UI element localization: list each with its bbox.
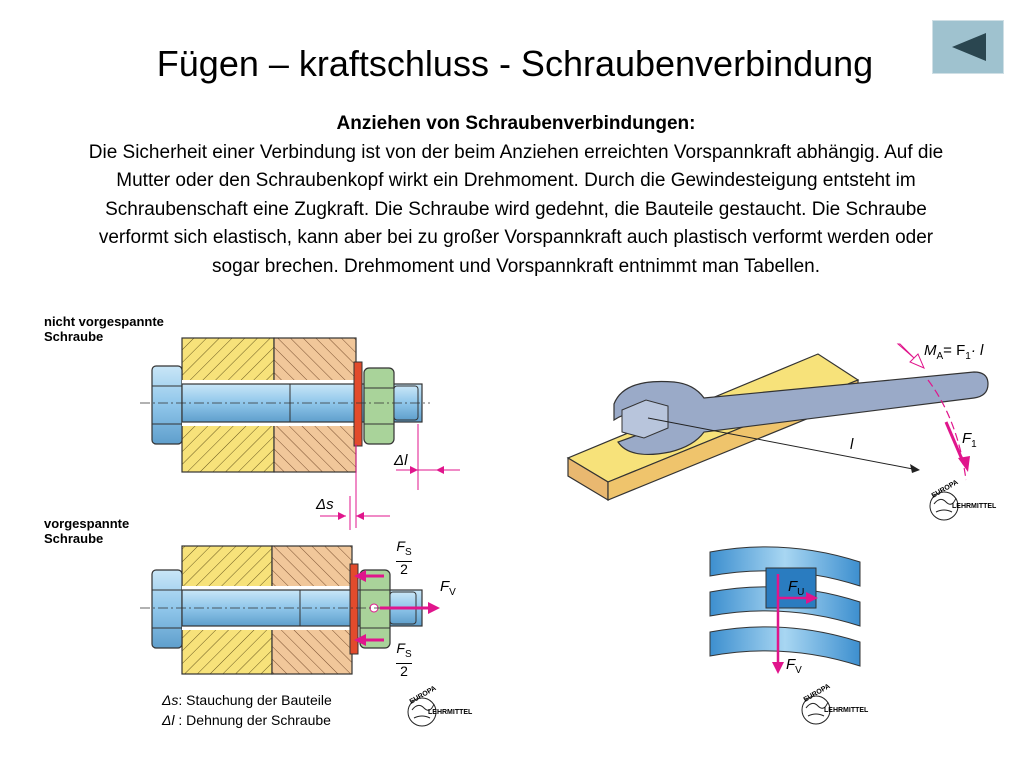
section-heading: Anziehen von Schraubenverbindungen: [336,113,696,134]
europa-lehrmittel-logo-3: EUROPA LEHRMITTEL [801,683,869,725]
wrench-diagram [566,343,989,502]
label-preloaded-line1: vorgespannte [44,516,130,531]
back-button[interactable] [932,20,1004,74]
legend-item-delta-s: Δs: Stauchung der Bauteile [162,692,332,708]
page-title: Fügen – kraftschluss - Schraubenverbindu… [156,43,874,84]
description-body: Die Sicherheit einer Verbindung ist von … [88,141,944,277]
legend-item-delta-l: Δl : Dehnung der Schraube [162,712,331,728]
svg-text:LEHRMITTEL: LEHRMITTEL [824,707,869,714]
fs-top-label: FS 2 [396,538,412,577]
europa-lehrmittel-logo: EUROPA LEHRMITTEL [407,685,473,727]
description: Anziehen von Schraubenverbindungen: Die … [80,110,952,281]
delta-s-label: Δs [316,496,334,513]
bolt-diagram-preloaded [140,545,440,675]
dimension-lines [320,448,460,530]
fu-label: FU [788,578,805,598]
f1-label: F1 [962,430,977,450]
bolt-diagram-unloaded [140,337,430,528]
ma-formula: MA= F1· l [924,342,984,362]
label-unloaded: nicht vorgespannte Schraube [44,314,164,344]
label-unloaded-line2: Schraube [44,329,104,344]
triangle-left-icon [952,33,986,61]
europa-lehrmittel-logo-2: EUROPA LEHRMITTEL [929,479,997,521]
thread-diagram [709,546,861,674]
label-preloaded-line2: Schraube [44,531,104,546]
legend: Δs: Stauchung der Bauteile Δl : Dehnung … [162,690,332,730]
lever-length-label: l [850,436,854,453]
delta-l-label: Δl [394,452,408,469]
label-unloaded-line1: nicht vorgespannte [44,314,164,329]
svg-text:LEHRMITTEL: LEHRMITTEL [952,503,997,510]
label-preloaded: vorgespannte Schraube [44,516,129,546]
fv-thread-label: FV [786,656,802,676]
svg-text:LEHRMITTEL: LEHRMITTEL [428,709,473,716]
fs-bottom-label: FS 2 [396,640,412,679]
fv-label: FV [440,578,456,598]
